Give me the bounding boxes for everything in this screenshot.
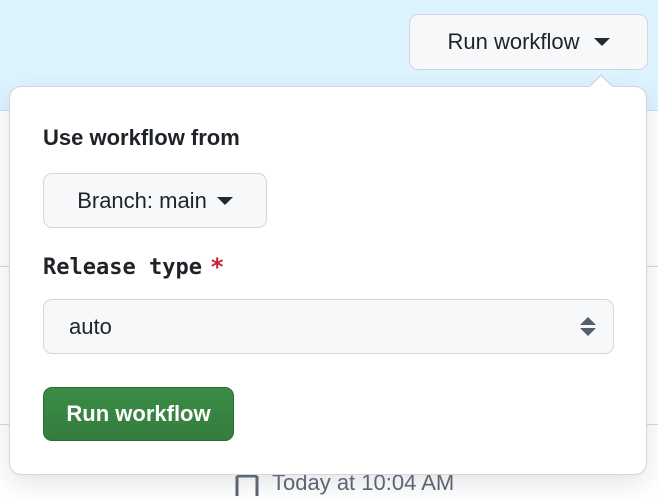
run-workflow-dropdown-button[interactable]: Run workflow [409, 14, 648, 70]
branch-label: Branch: main [77, 187, 207, 213]
triangle-down-icon [593, 38, 610, 46]
required-marker: * [209, 253, 225, 281]
popover-pointer-fill [589, 76, 613, 88]
run-workflow-label: Run workflow [447, 29, 580, 54]
branch-select-button[interactable]: Branch: main [43, 173, 267, 228]
run-workflow-popover: Use workflow from Branch: main Release t… [9, 74, 647, 475]
popover-heading: Use workflow from [43, 125, 240, 150]
release-type-label: Release type * [43, 253, 224, 281]
release-type-label-text: Release type [43, 254, 202, 280]
release-type-value: auto [69, 313, 112, 339]
calendar-icon [234, 472, 260, 496]
release-type-select[interactable]: auto [43, 299, 614, 354]
triangle-down-icon [216, 196, 233, 205]
select-arrows-icon [579, 317, 597, 337]
run-workflow-submit-button[interactable]: Run workflow [43, 387, 234, 441]
